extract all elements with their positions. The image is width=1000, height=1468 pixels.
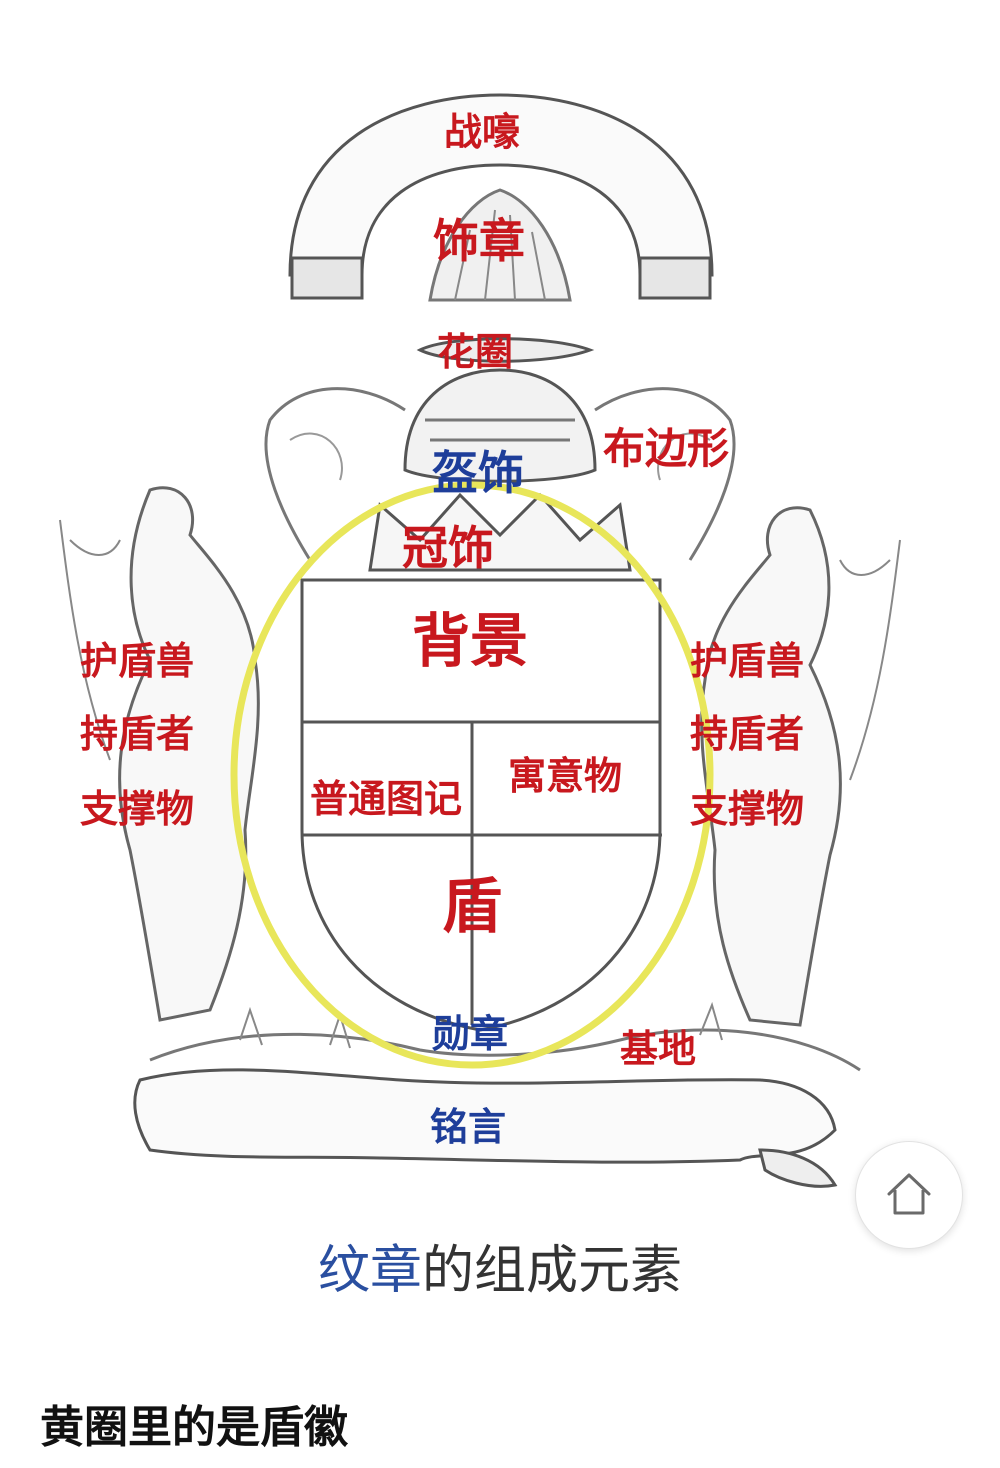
label-crest: 饰章 [433,214,525,268]
coat-of-arms-drawing [59,93,901,1188]
war-cry-scroll [288,93,714,277]
label-order: 勋章 [432,1012,509,1056]
wreath-torse [416,337,595,363]
home-icon [887,1173,931,1215]
label-field: 背景 [412,607,529,675]
caption-rest: 的组成元素 [422,1241,683,1301]
label-ordinary: 普通图记 [310,777,463,821]
label-supporter-right-3: 支撑物 [690,787,805,831]
highlight-ellipse [230,481,714,1069]
helmet [403,368,597,483]
figure-caption: 纹章的组成元素 [0,1245,1000,1297]
left-supporter [118,486,260,1022]
label-supporter-right-2: 持盾者 [690,712,805,756]
motto-ribbon [133,1068,837,1164]
coat-of-arms-diagram: 战嚎 饰章 花圈 布边形 盔饰 冠饰 护盾兽 持盾者 支撑物 护盾兽 持盾者 支… [59,93,901,1188]
shield-outline [300,578,662,1032]
label-motto: 铭言 [430,1105,507,1149]
label-mantling: 布边形 [603,424,730,473]
label-supporter-left-2: 持盾者 [80,712,195,756]
label-supporter-left-1: 护盾兽 [80,639,195,683]
compartment-ground [149,1028,861,1072]
mantling [264,387,736,561]
label-shield: 盾 [442,872,502,942]
label-war-cry: 战嚎 [444,110,521,154]
label-crown: 冠饰 [402,521,494,575]
crown [368,492,632,572]
label-helm: 盔饰 [432,446,524,500]
crest-plume [428,188,572,302]
right-supporter [700,506,842,1027]
footer-note: 黄圈里的是盾徽 [40,1402,348,1453]
label-charge: 寓意物 [508,754,623,798]
label-compartment: 基地 [620,1027,697,1071]
label-supporter-right-1: 护盾兽 [690,639,805,683]
label-wreath: 花圈 [437,330,514,374]
home-button[interactable] [855,1141,963,1249]
label-supporter-left-3: 支撑物 [80,787,195,831]
caption-highlight: 纹章 [317,1241,422,1301]
